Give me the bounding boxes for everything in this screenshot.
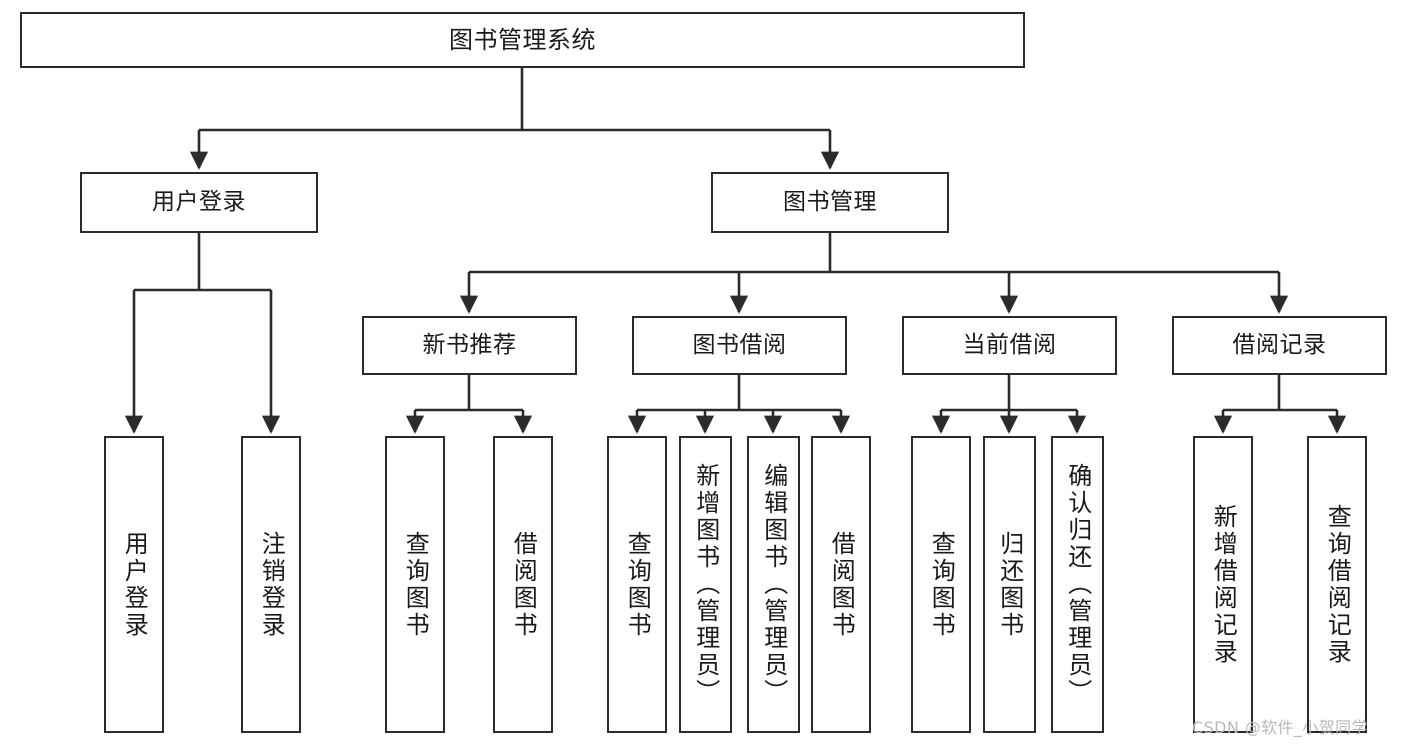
node-leaf-add-record-label: 新增借阅记录 (1209, 503, 1238, 666)
node-leaf-borrow-book-2[interactable]: 借阅图书 (811, 436, 871, 733)
node-leaf-user-login-label: 用户登录 (120, 530, 149, 639)
node-user-login-label: 用户登录 (152, 188, 246, 215)
node-user-login[interactable]: 用户登录 (80, 172, 318, 233)
node-book-borrow-label: 图书借阅 (692, 331, 787, 358)
node-leaf-return-book[interactable]: 归还图书 (983, 436, 1036, 733)
node-new-book-recommend[interactable]: 新书推荐 (362, 316, 577, 375)
node-root-system[interactable]: 图书管理系统 (20, 12, 1025, 68)
node-book-management[interactable]: 图书管理 (711, 172, 949, 233)
node-book-borrow[interactable]: 图书借阅 (632, 316, 847, 375)
node-leaf-edit-book-label: 编辑图书（管理员） (759, 463, 788, 706)
node-leaf-query-book-1[interactable]: 查询图书 (385, 436, 445, 733)
node-leaf-borrow-book-1-label: 借阅图书 (509, 530, 538, 639)
node-leaf-logout-login[interactable]: 注销登录 (241, 436, 301, 733)
node-leaf-query-record-label: 查询借阅记录 (1323, 503, 1352, 666)
node-current-borrow[interactable]: 当前借阅 (902, 316, 1117, 375)
node-current-borrow-label: 当前借阅 (962, 331, 1057, 358)
node-leaf-query-book-1-label: 查询图书 (401, 530, 430, 639)
node-leaf-query-book-2-label: 查询图书 (623, 530, 652, 639)
node-leaf-logout-login-label: 注销登录 (257, 530, 286, 639)
node-leaf-borrow-book-1[interactable]: 借阅图书 (493, 436, 553, 733)
node-leaf-query-book-3[interactable]: 查询图书 (911, 436, 971, 733)
node-leaf-query-record[interactable]: 查询借阅记录 (1307, 436, 1367, 733)
node-leaf-user-login[interactable]: 用户登录 (104, 436, 164, 733)
node-borrow-record[interactable]: 借阅记录 (1172, 316, 1387, 375)
node-leaf-confirm-return-label: 确认归还（管理员） (1063, 463, 1092, 706)
node-root-system-label: 图书管理系统 (449, 25, 596, 54)
csdn-watermark: CSDN @软件_小贺同学 (1192, 718, 1368, 737)
node-new-book-recommend-label: 新书推荐 (422, 331, 517, 358)
node-leaf-confirm-return[interactable]: 确认归还（管理员） (1051, 436, 1104, 733)
node-leaf-add-book[interactable]: 新增图书（管理员） (679, 436, 732, 733)
node-leaf-edit-book[interactable]: 编辑图书（管理员） (747, 436, 800, 733)
node-leaf-borrow-book-2-label: 借阅图书 (827, 530, 856, 639)
node-leaf-add-book-label: 新增图书（管理员） (691, 463, 720, 706)
node-leaf-return-book-label: 归还图书 (995, 530, 1024, 639)
node-leaf-query-book-2[interactable]: 查询图书 (607, 436, 667, 733)
node-leaf-add-record[interactable]: 新增借阅记录 (1193, 436, 1253, 733)
node-borrow-record-label: 借阅记录 (1232, 331, 1327, 358)
node-leaf-query-book-3-label: 查询图书 (927, 530, 956, 639)
node-book-management-label: 图书管理 (783, 188, 877, 215)
